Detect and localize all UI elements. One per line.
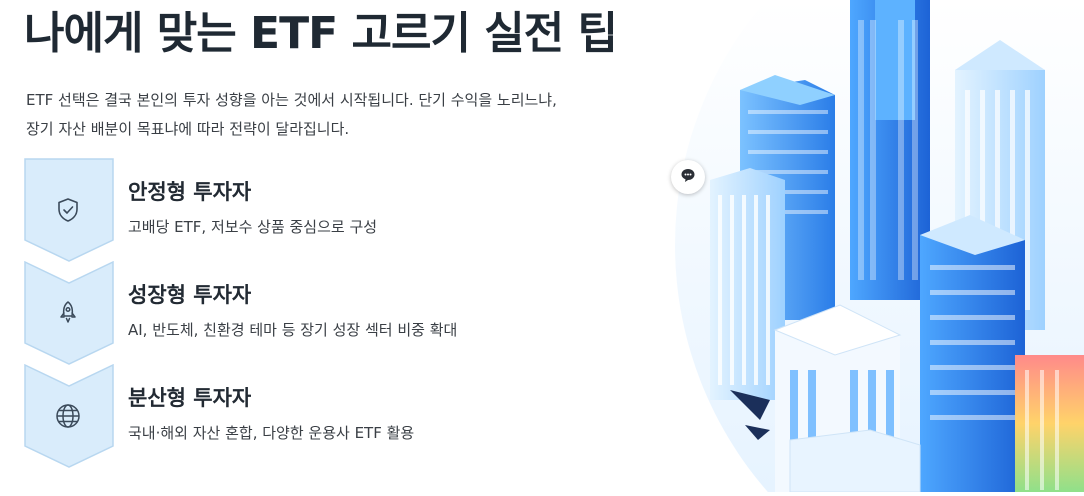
item-title: 분산형 투자자: [128, 386, 252, 410]
item-description: AI, 반도체, 친환경 테마 등 장기 성장 섹터 비중 확대: [128, 321, 458, 339]
rocket-icon: [52, 297, 84, 329]
item-description: 고배당 ETF, 저보수 상품 중심으로 구성: [128, 218, 378, 236]
globe-icon: [52, 400, 84, 432]
item-description: 국내·해외 자산 혼합, 다양한 운용사 ETF 활용: [128, 424, 415, 442]
investor-type-stable: 안정형 투자자 고배당 ETF, 저보수 상품 중심으로 구성: [24, 158, 644, 262]
chat-bubble-icon: [680, 167, 696, 187]
item-title: 안정형 투자자: [128, 180, 252, 204]
chevron-badge: [24, 261, 114, 365]
chat-button[interactable]: [671, 160, 705, 194]
page-title: 나에게 맞는 ETF 고르기 실전 팁: [24, 8, 618, 59]
description-line-2: 장기 자산 배분이 목표냐에 따라 전략이 달라집니다.: [26, 120, 350, 138]
shield-check-icon: [52, 194, 84, 226]
item-title: 성장형 투자자: [128, 283, 252, 307]
description-line-1: ETF 선택은 결국 본인의 투자 성향을 아는 것에서 시작됩니다. 단기 수…: [26, 91, 557, 109]
page-description: ETF 선택은 결국 본인의 투자 성향을 아는 것에서 시작됩니다. 단기 수…: [26, 86, 646, 144]
city-skyline-illustration: [640, 0, 1084, 493]
investor-type-growth: 성장형 투자자 AI, 반도체, 친환경 테마 등 장기 성장 섹터 비중 확대: [24, 261, 644, 365]
investor-type-diversified: 분산형 투자자 국내·해외 자산 혼합, 다양한 운용사 ETF 활용: [24, 364, 644, 468]
